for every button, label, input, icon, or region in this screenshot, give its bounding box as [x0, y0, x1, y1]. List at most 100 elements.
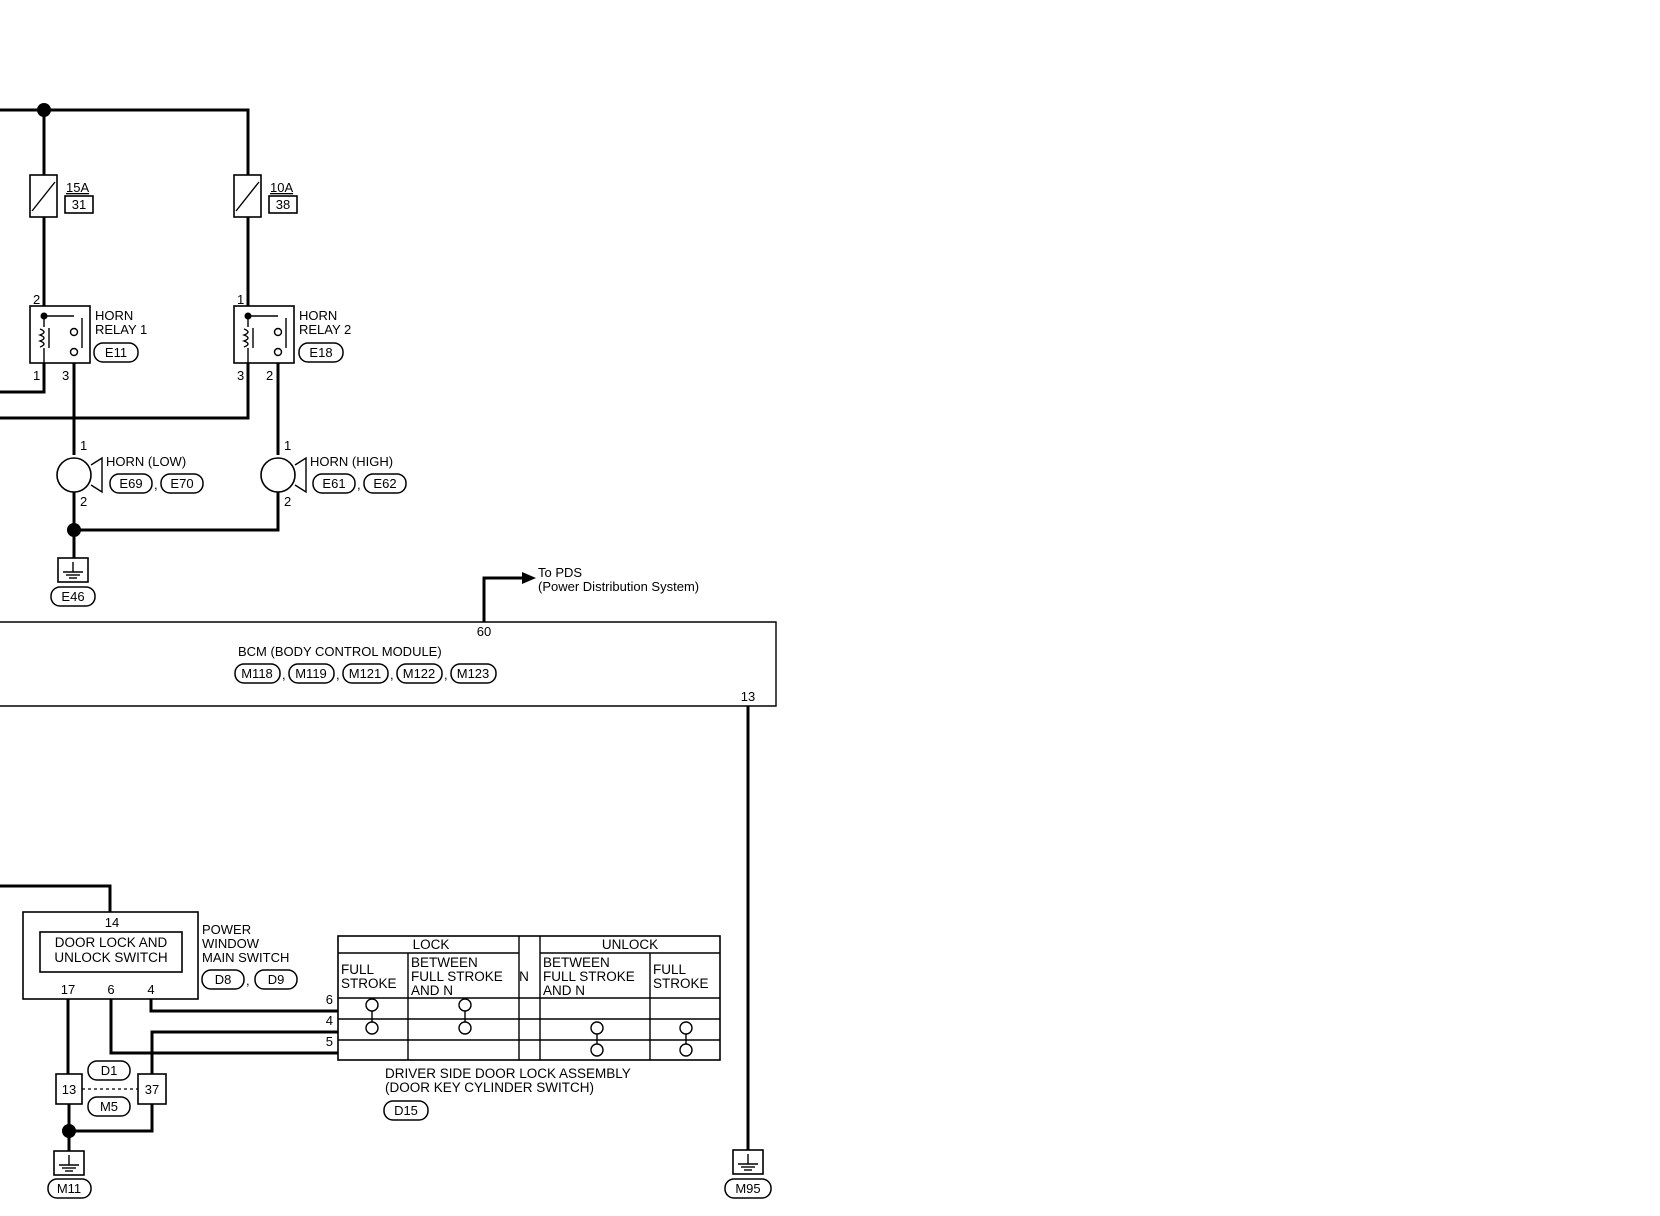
switch-name: MAIN SWITCH — [202, 950, 289, 965]
connector-tag: M119 — [295, 666, 327, 681]
connector-tag: M122 — [403, 666, 436, 681]
switch-pin: 17 — [61, 982, 75, 997]
relay2-control-wire — [0, 363, 250, 420]
switch-pin: 6 — [107, 982, 114, 997]
relay-label: HORN — [95, 308, 133, 323]
fuse-amps: 10A — [270, 180, 293, 195]
horn-low: 1 2 HORN (LOW) E69 , E70 — [56, 438, 204, 509]
table-group-header: UNLOCK — [602, 937, 658, 952]
relay-pin: 3 — [62, 368, 69, 383]
continuity-unlock-between — [590, 1021, 604, 1057]
pds-arrow: To PDS (Power Distribution System) — [482, 565, 699, 622]
connector-tag: E62 — [373, 476, 396, 491]
table-row-pin: 5 — [326, 1034, 333, 1049]
horn-pin: 1 — [80, 438, 87, 453]
relay-pin: 2 — [266, 368, 273, 383]
connector-tag: E46 — [61, 589, 84, 604]
power-window-main-switch: DOOR LOCK AND UNLOCK SWITCH 14 17 6 4 PO… — [22, 911, 298, 1000]
connector-tag: E61 — [322, 476, 345, 491]
continuity-unlock-full — [679, 1021, 693, 1057]
relay1-control-wire — [0, 363, 46, 394]
table-row-pin: 4 — [326, 1013, 333, 1028]
horn-label: HORN (LOW) — [106, 454, 186, 469]
horn-relay-2: 1 3 2 HORN RELAY 2 E18 — [233, 292, 351, 383]
continuity-lock-full — [365, 998, 379, 1035]
switch-pin: 14 — [105, 915, 119, 930]
svg-text:,: , — [154, 477, 158, 492]
joint-pin: 13 — [62, 1082, 76, 1097]
pds-label: To PDS — [538, 565, 582, 580]
connector-tag: D15 — [394, 1103, 418, 1118]
horn-high: 1 2 HORN (HIGH) E61 , E62 — [260, 438, 407, 509]
horn-pin: 2 — [284, 494, 291, 509]
bcm-title: BCM (BODY CONTROL MODULE) — [238, 644, 442, 659]
connector-tag: M11 — [57, 1181, 81, 1196]
wire-joint-37 — [150, 1030, 338, 1074]
bcm-module: 60 BCM (BODY CONTROL MODULE) M118 , M119… — [0, 621, 777, 707]
continuity-lock-between — [458, 998, 472, 1035]
ground-m11: M11 — [47, 1150, 92, 1199]
table-row-pin: 6 — [326, 992, 333, 1007]
svg-text:,: , — [336, 667, 340, 682]
connector-tag: D8 — [215, 972, 232, 987]
wire-pin-4 — [149, 999, 338, 1013]
table-group-header: LOCK — [413, 937, 450, 952]
door-lock-label: (DOOR KEY CYLINDER SWITCH) — [385, 1080, 594, 1095]
power-bus — [0, 103, 250, 175]
fuse-amps: 15A — [66, 180, 89, 195]
door-lock-label: DRIVER SIDE DOOR LOCK ASSEMBLY — [385, 1066, 631, 1081]
bcm-pin: 13 — [741, 689, 755, 704]
svg-text:,: , — [246, 973, 250, 988]
connector-tag: M5 — [100, 1099, 118, 1114]
fuse-10a: 10A 38 — [233, 174, 298, 218]
connector-tag: D1 — [101, 1063, 118, 1078]
relay-pin: 3 — [237, 368, 244, 383]
switch-pin: 4 — [147, 982, 154, 997]
connector-tag: M123 — [457, 666, 490, 681]
relay-pin: 2 — [33, 292, 40, 307]
connector-tag: E69 — [119, 476, 142, 491]
relay-label: RELAY 2 — [299, 322, 351, 337]
pds-label: (Power Distribution System) — [538, 579, 699, 594]
ground-e46: E46 — [50, 557, 96, 607]
relay-pin: 1 — [237, 292, 244, 307]
switch-name: POWER — [202, 922, 251, 937]
fuse-number: 31 — [72, 197, 86, 212]
joint-pin: 37 — [145, 1082, 159, 1097]
horn-pin: 2 — [80, 494, 87, 509]
svg-text:,: , — [357, 477, 361, 492]
relay-label: RELAY 1 — [95, 322, 147, 337]
relay-label: HORN — [299, 308, 337, 323]
svg-text:,: , — [444, 667, 448, 682]
fuse-number: 38 — [276, 197, 290, 212]
switch-name: WINDOW — [202, 936, 260, 951]
connector-tag: E18 — [309, 345, 332, 360]
switch-inner-label: UNLOCK SWITCH — [54, 950, 167, 965]
horn-relay-1: 2 1 3 HORN RELAY 1 E11 — [29, 292, 147, 383]
pw-switch-feed-wire — [0, 884, 112, 912]
connector-tag: M121 — [349, 666, 382, 681]
joint-connector: 13 37 D1 M5 — [55, 1060, 167, 1117]
svg-text:,: , — [282, 667, 286, 682]
bcm-pin: 60 — [477, 624, 491, 639]
connector-tag: E70 — [170, 476, 193, 491]
table-column-header: N — [519, 969, 529, 984]
connector-tag: E11 — [105, 345, 127, 360]
switch-inner-label: DOOR LOCK AND — [55, 935, 168, 950]
connector-tag: D9 — [268, 972, 285, 987]
wire-pin-6 — [109, 999, 338, 1055]
connector-tag: M118 — [241, 666, 273, 681]
horn-label: HORN (HIGH) — [310, 454, 393, 469]
door-lock-assembly: DRIVER SIDE DOOR LOCK ASSEMBLY (DOOR KEY… — [383, 1066, 631, 1121]
connector-tag: M95 — [735, 1181, 760, 1196]
relay-pin: 1 — [33, 368, 40, 383]
horn-pin: 1 — [284, 438, 291, 453]
svg-text:,: , — [390, 667, 394, 682]
ground-m95: M95 — [724, 1149, 772, 1199]
